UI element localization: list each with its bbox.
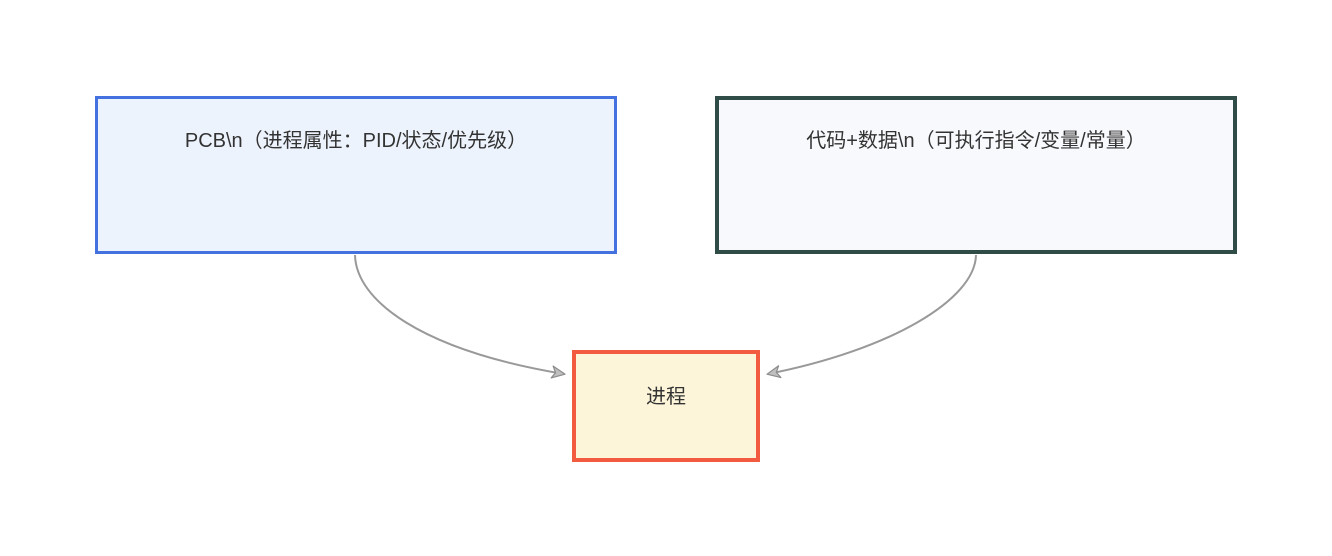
node-code-data[interactable]: 代码+数据\n（可执行指令/变量/常量） (715, 96, 1237, 254)
edge-pcb-to-process (354, 254, 566, 379)
node-process-label: 进程 (646, 386, 686, 408)
node-pcb[interactable]: PCB\n（进程属性：PID/状态/优先级） (95, 96, 617, 254)
node-pcb-label: PCB\n（进程属性：PID/状态/优先级） (184, 130, 528, 152)
node-process[interactable]: 进程 (572, 350, 760, 462)
edge-code-data-to-process (766, 254, 977, 379)
node-code-data-label: 代码+数据\n（可执行指令/变量/常量） (806, 130, 1146, 152)
